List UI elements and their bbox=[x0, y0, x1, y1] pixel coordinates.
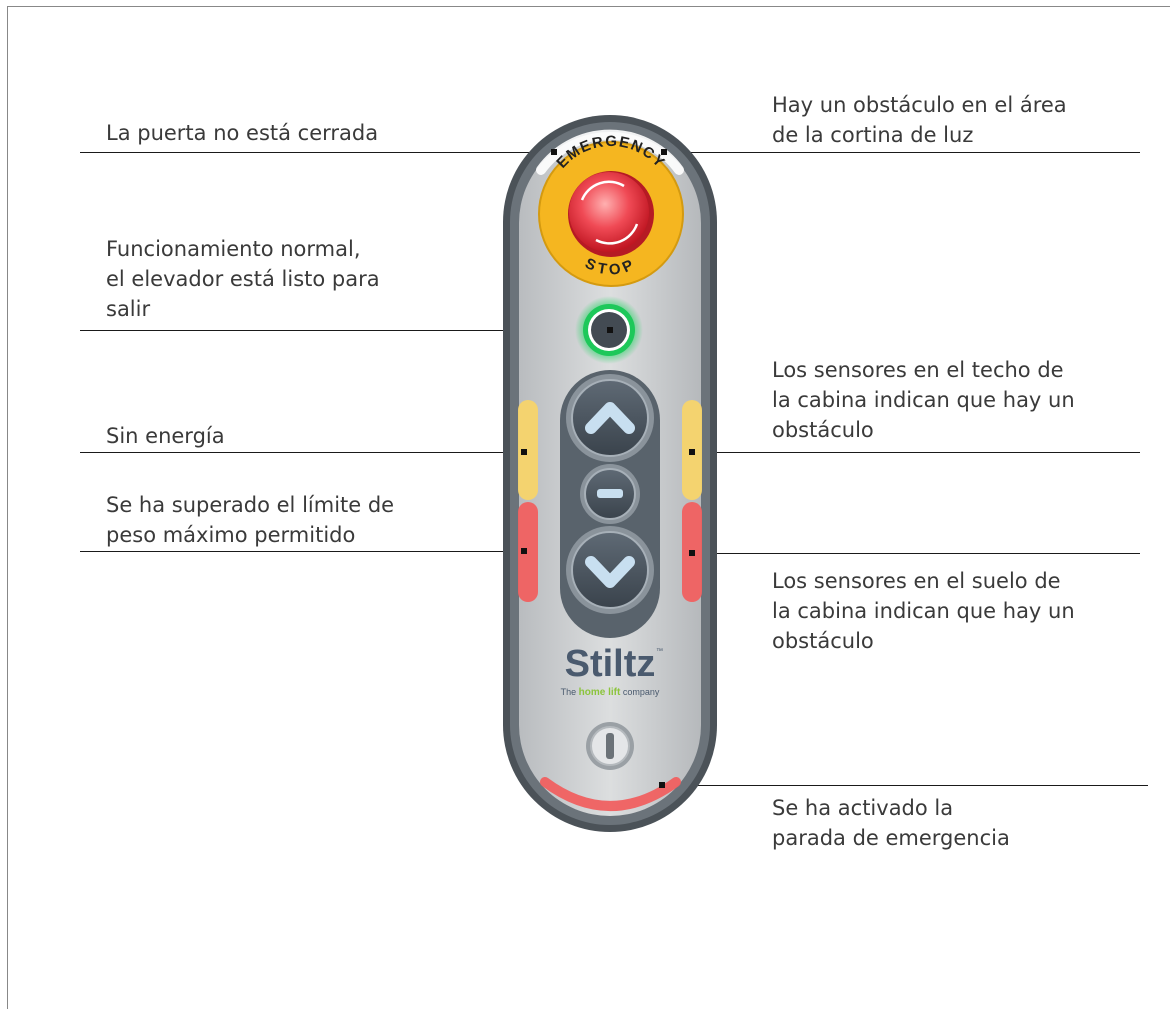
label-ceiling-sensors: Los sensores en el techo de la cabina in… bbox=[772, 358, 1075, 442]
dot-ceiling-sensors bbox=[689, 449, 695, 455]
label-normal-operation: Funcionamiento normal, el elevador está … bbox=[106, 237, 380, 321]
brand-trademark: ™ bbox=[656, 648, 663, 655]
key-switch-icon bbox=[606, 733, 614, 759]
emergency-light-arc bbox=[540, 777, 681, 811]
leader-ceiling-sensors bbox=[692, 452, 1140, 453]
estop-bottom-text: STOP bbox=[582, 255, 639, 279]
rotate-arrows-icon bbox=[580, 180, 639, 245]
dot-normal-operation bbox=[607, 327, 613, 333]
light-bar-overweight bbox=[518, 502, 538, 602]
dot-emergency-stop bbox=[659, 782, 665, 788]
label-door-open: La puerta no está cerrada bbox=[106, 121, 379, 145]
label-emergency-stop: Se ha activado la parada de emergencia bbox=[772, 796, 1010, 850]
dot-overweight bbox=[521, 548, 527, 554]
leader-emergency-stop bbox=[662, 785, 1148, 786]
dot-no-power bbox=[521, 449, 527, 455]
leader-normal-operation bbox=[80, 330, 610, 331]
dot-light-curtain bbox=[661, 149, 667, 155]
label-light-curtain: Hay un obstáculo en el área de la cortin… bbox=[772, 93, 1067, 147]
arrow-down-icon bbox=[585, 556, 635, 588]
figure-frame bbox=[7, 6, 1170, 1009]
arrow-up-icon bbox=[585, 402, 635, 434]
label-overweight: Se ha superado el límite de peso máximo … bbox=[106, 493, 395, 547]
leader-door-open bbox=[80, 152, 554, 153]
light-bar-no-power bbox=[518, 400, 538, 500]
estop-button[interactable] bbox=[569, 172, 649, 252]
label-floor-sensors: Los sensores en el suelo de la cabina in… bbox=[772, 569, 1075, 653]
leader-floor-sensors bbox=[692, 553, 1140, 554]
brand-tagline: The home lift company bbox=[561, 687, 660, 698]
label-no-power: Sin energía bbox=[106, 424, 225, 448]
brand-logo: Stiltz bbox=[565, 643, 656, 685]
dot-floor-sensors bbox=[689, 550, 695, 556]
up-button[interactable] bbox=[571, 379, 649, 457]
leader-no-power bbox=[80, 452, 524, 453]
leader-overweight bbox=[80, 551, 524, 552]
minus-icon bbox=[597, 489, 623, 498]
dot-door-open bbox=[551, 149, 557, 155]
leader-light-curtain bbox=[664, 152, 1140, 153]
down-button[interactable] bbox=[571, 531, 649, 609]
